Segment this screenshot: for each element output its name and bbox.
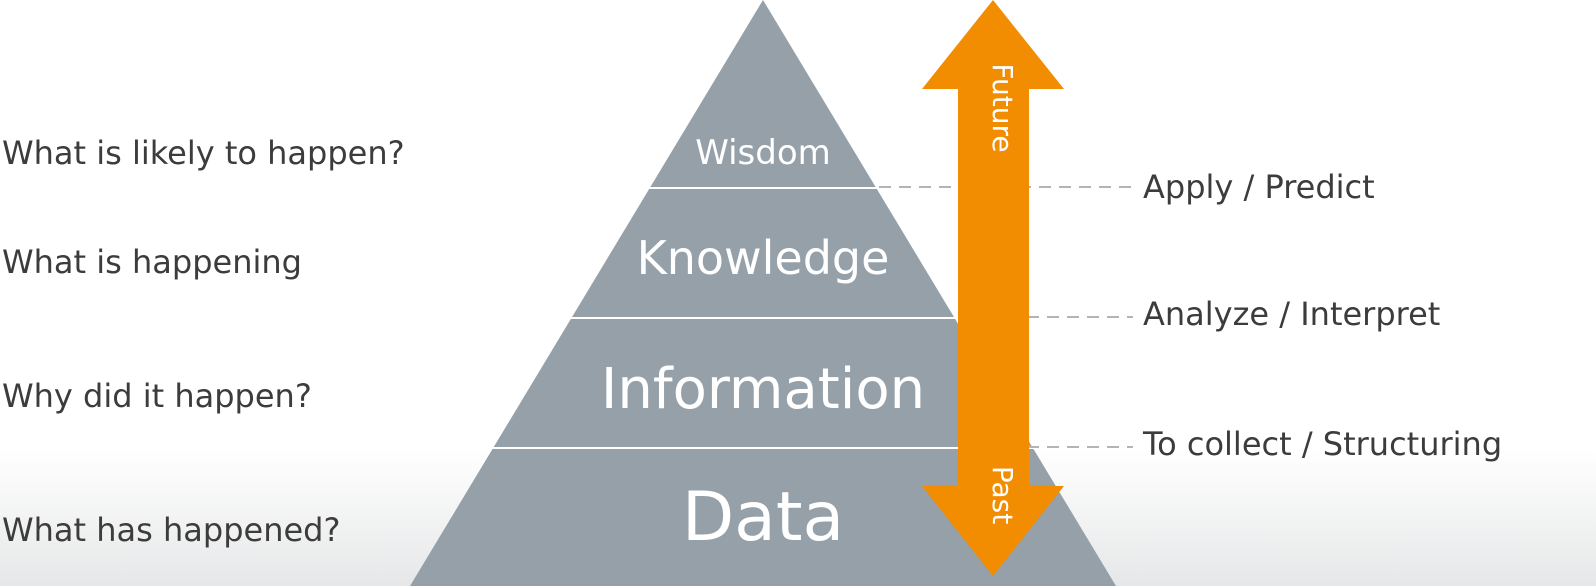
- level-label-information: Information: [601, 357, 925, 422]
- question-happening: What is happening: [2, 243, 302, 281]
- level-label-knowledge: Knowledge: [637, 231, 890, 285]
- arrow-label-past: Past: [986, 466, 1019, 524]
- action-analyze-interpret: Analyze / Interpret: [1143, 295, 1440, 333]
- level-label-wisdom: Wisdom: [695, 133, 831, 173]
- question-likely: What is likely to happen?: [2, 134, 405, 172]
- arrow-label-future: Future: [986, 63, 1019, 152]
- time-arrow: [922, 0, 1064, 576]
- action-collect-structuring: To collect / Structuring: [1142, 425, 1502, 463]
- question-happened: What has happened?: [2, 511, 340, 549]
- level-label-data: Data: [682, 478, 844, 557]
- action-apply-predict: Apply / Predict: [1143, 168, 1375, 206]
- pyramid-shape: [410, 0, 1116, 586]
- question-why: Why did it happen?: [2, 377, 312, 415]
